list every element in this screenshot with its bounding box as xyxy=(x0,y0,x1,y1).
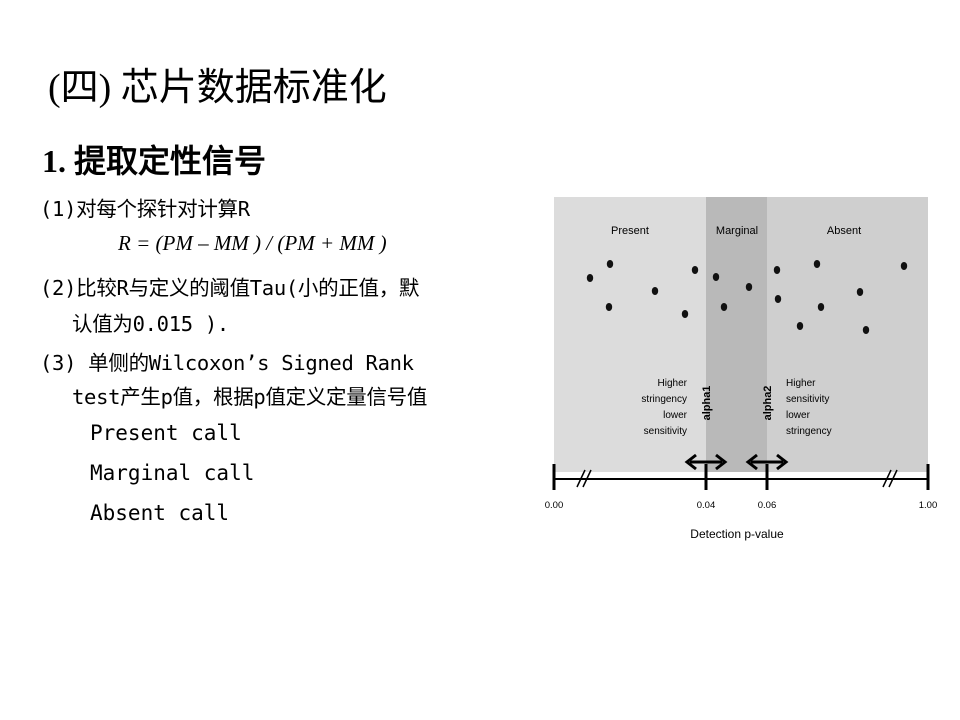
right-note-line: stringency xyxy=(786,426,832,437)
right-note-line: sensitivity xyxy=(786,394,829,405)
axis-break-mark xyxy=(888,469,898,488)
dot xyxy=(605,303,613,311)
right-note-line: Higher xyxy=(786,378,816,389)
p-value-axis xyxy=(552,464,930,490)
axis-break-mark xyxy=(582,469,592,488)
dot xyxy=(691,266,699,274)
absent-region xyxy=(767,197,928,472)
marginal-region xyxy=(706,197,767,472)
present-region xyxy=(554,197,706,472)
alpha2-arrow xyxy=(745,453,789,471)
dot xyxy=(796,322,804,330)
axis-break-mark xyxy=(576,469,586,488)
right-note-line: lower xyxy=(786,410,811,421)
left-note-line: Higher xyxy=(658,378,688,389)
dot xyxy=(681,310,689,318)
dot xyxy=(773,266,781,274)
alpha1-arrow xyxy=(684,453,728,471)
step-2-line-1: (2)比较R与定义的阈值Tau(小的正值，默 xyxy=(40,276,420,300)
step-2-line-2: 认值为0.015 ). xyxy=(72,312,229,336)
section-heading: 1. 提取定性信号 xyxy=(42,143,267,179)
dot xyxy=(813,260,821,268)
tick-label: 0.00 xyxy=(545,500,564,511)
left-note-line: sensitivity xyxy=(644,426,687,437)
dot xyxy=(586,274,594,282)
present-region-label: Present xyxy=(611,225,649,237)
formula: R = (PM – MM ) / (PM + MM ) xyxy=(118,231,387,255)
tick-label: 0.04 xyxy=(697,500,716,511)
marginal-region-label: Marginal xyxy=(716,225,758,237)
tick-label: 1.00 xyxy=(919,500,938,511)
absent-region-label: Absent xyxy=(827,225,861,237)
axis-break-mark xyxy=(882,469,892,488)
dot xyxy=(900,262,908,270)
page-title: (四) 芯片数据标准化 xyxy=(48,67,387,109)
dot xyxy=(774,295,782,303)
dot xyxy=(817,303,825,311)
step-3-line-2: test产生p值，根据p值定义定量信号值 xyxy=(72,385,428,409)
dot xyxy=(712,273,720,281)
left-note-line: stringency xyxy=(641,394,687,405)
axis-label: Detection p-value xyxy=(690,527,784,541)
alpha1-label: alpha1 xyxy=(701,386,713,421)
detection-pvalue-figure: Present Marginal Absent Higher stringenc… xyxy=(545,197,938,541)
scatter-dots xyxy=(586,260,908,334)
alpha2-label: alpha2 xyxy=(762,386,774,421)
step-1-text: (1)对每个探针对计算R xyxy=(40,197,250,221)
step-3-line-1: (3) 单侧的Wilcoxon’s Signed Rank xyxy=(40,351,414,375)
left-note-line: lower xyxy=(663,410,688,421)
present-call-item: Present call xyxy=(90,421,242,445)
absent-call-item: Absent call xyxy=(90,501,230,525)
dot xyxy=(745,283,753,291)
dot xyxy=(720,303,728,311)
dot xyxy=(856,288,864,296)
marginal-call-item: Marginal call xyxy=(90,461,255,485)
tick-label: 0.06 xyxy=(758,500,777,511)
dot xyxy=(862,326,870,334)
dot xyxy=(651,287,659,295)
dot xyxy=(606,260,614,268)
